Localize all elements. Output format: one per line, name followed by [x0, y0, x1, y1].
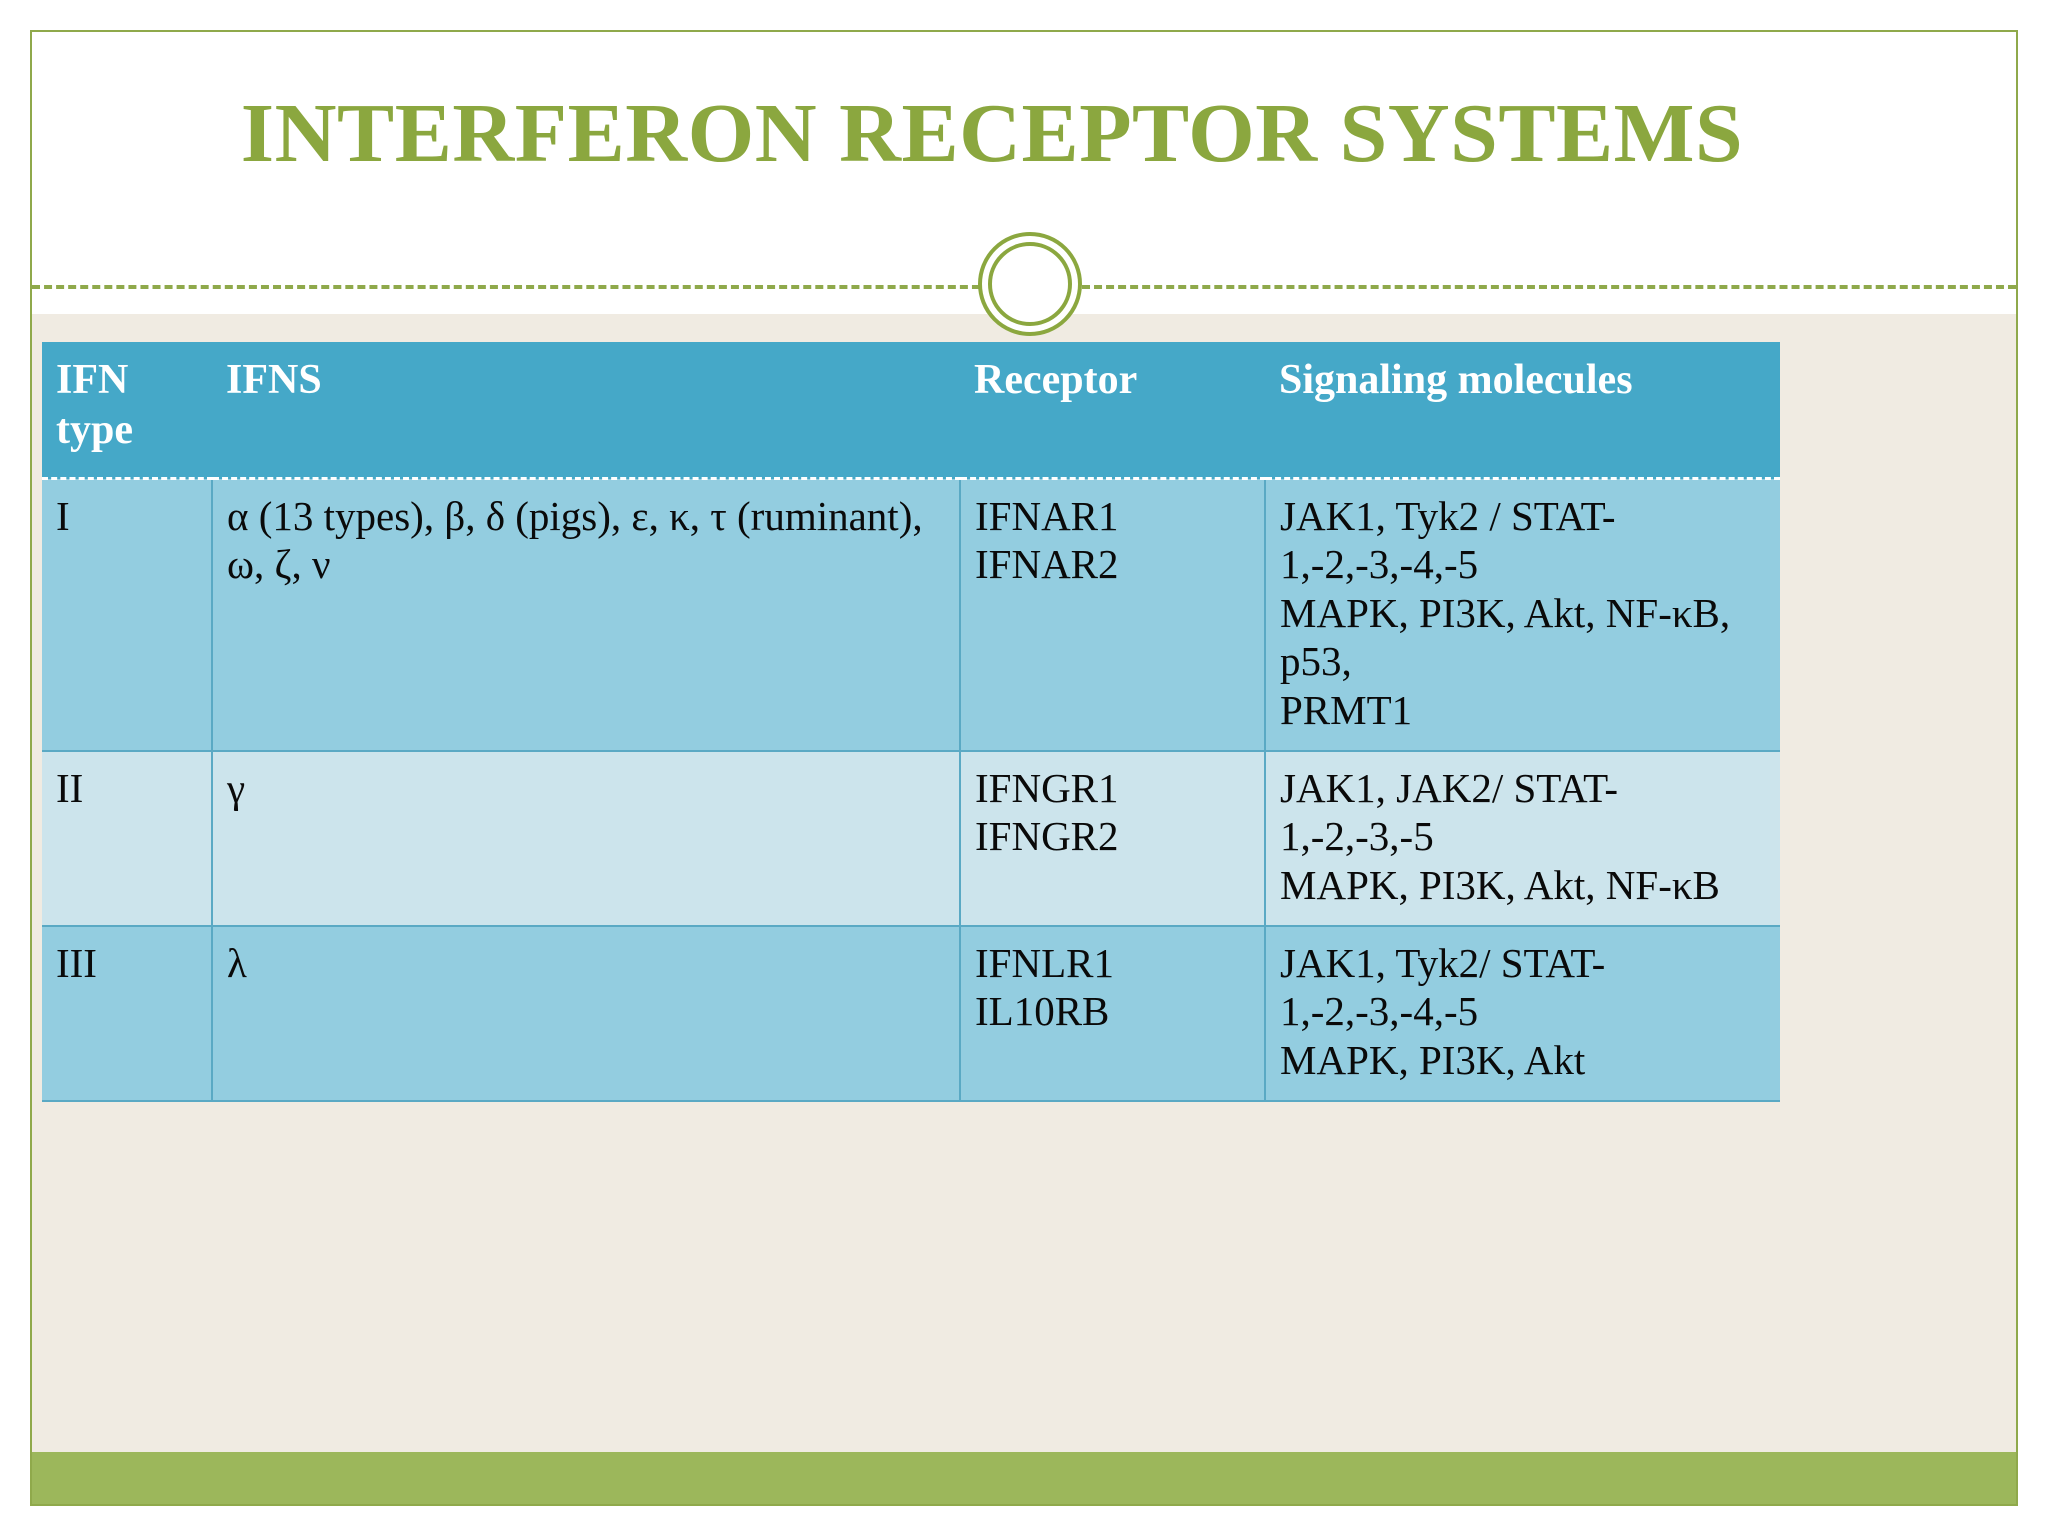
cell-ifn-type: II — [42, 750, 212, 928]
receptor-line: IFNLR1 — [975, 940, 1114, 987]
column-header-ifns: IFNS — [212, 342, 960, 481]
signaling-line: MAPK, PI3K, Akt, NF-κB — [1280, 861, 1720, 908]
receptor-line: IFNGR2 — [975, 813, 1119, 860]
cell-receptor: IFNAR1 IFNAR2 — [959, 478, 1265, 752]
cell-ifn-type: III — [42, 926, 212, 1103]
cell-signaling-molecules: JAK1, Tyk2 / STAT-1,-2,-3,-4,-5 MAPK, PI… — [1264, 478, 1780, 752]
signaling-line: JAK1, JAK2/ STAT-1,-2,-3,-5 — [1280, 764, 1619, 860]
interferon-receptor-table: IFN type IFNS Receptor Signaling molecul… — [42, 342, 1780, 1103]
footer-band — [32, 1452, 2016, 1504]
signaling-line: PRMT1 — [1280, 686, 1413, 733]
receptor-line: IFNGR1 — [975, 764, 1119, 811]
cell-signaling-molecules: JAK1, Tyk2/ STAT-1,-2,-3,-4,-5 MAPK, PI3… — [1264, 926, 1780, 1103]
cell-ifns: γ — [211, 750, 960, 928]
signaling-line: JAK1, Tyk2/ STAT-1,-2,-3,-4,-5 — [1280, 940, 1606, 1035]
signaling-line: MAPK, PI3K, Akt, NF-κB, p53, — [1280, 589, 1731, 685]
cell-receptor: IFNGR1 IFNGR2 — [959, 750, 1265, 928]
cell-receptor: IFNLR1 IL10RB — [959, 926, 1265, 1103]
receptor-line: IFNAR2 — [975, 541, 1119, 588]
cell-ifn-type: I — [42, 478, 212, 752]
signaling-line: JAK1, Tyk2 / STAT-1,-2,-3,-4,-5 — [1280, 493, 1616, 588]
signaling-line: MAPK, PI3K, Akt — [1280, 1036, 1586, 1083]
page-title: INTERFERON RECEPTOR SYSTEMS — [240, 87, 1744, 180]
cell-ifns: α (13 types), β, δ (pigs), ε, κ, τ (rumi… — [211, 478, 960, 752]
receptor-line: IL10RB — [975, 988, 1110, 1035]
decorative-circle-inner-icon — [988, 242, 1072, 326]
dashed-divider-right — [1082, 285, 2016, 289]
table-row: III λ IFNLR1 IL10RB JAK1, Tyk2/ STAT-1,-… — [42, 926, 1780, 1103]
table-header-row: IFN type IFNS Receptor Signaling molecul… — [42, 342, 1780, 481]
table-row: II γ IFNGR1 IFNGR2 JAK1, JAK2/ STAT-1,-2… — [42, 750, 1780, 928]
column-header-signaling-molecules: Signaling molecules — [1265, 342, 1780, 481]
receptor-line: IFNAR1 — [975, 493, 1119, 540]
cell-signaling-molecules: JAK1, JAK2/ STAT-1,-2,-3,-5 MAPK, PI3K, … — [1264, 750, 1780, 928]
dashed-divider-left — [32, 285, 992, 289]
column-header-receptor: Receptor — [960, 342, 1265, 481]
cell-ifns: λ — [211, 926, 960, 1103]
column-header-ifn-type: IFN type — [42, 342, 212, 481]
table-row: I α (13 types), β, δ (pigs), ε, κ, τ (ru… — [42, 478, 1780, 752]
